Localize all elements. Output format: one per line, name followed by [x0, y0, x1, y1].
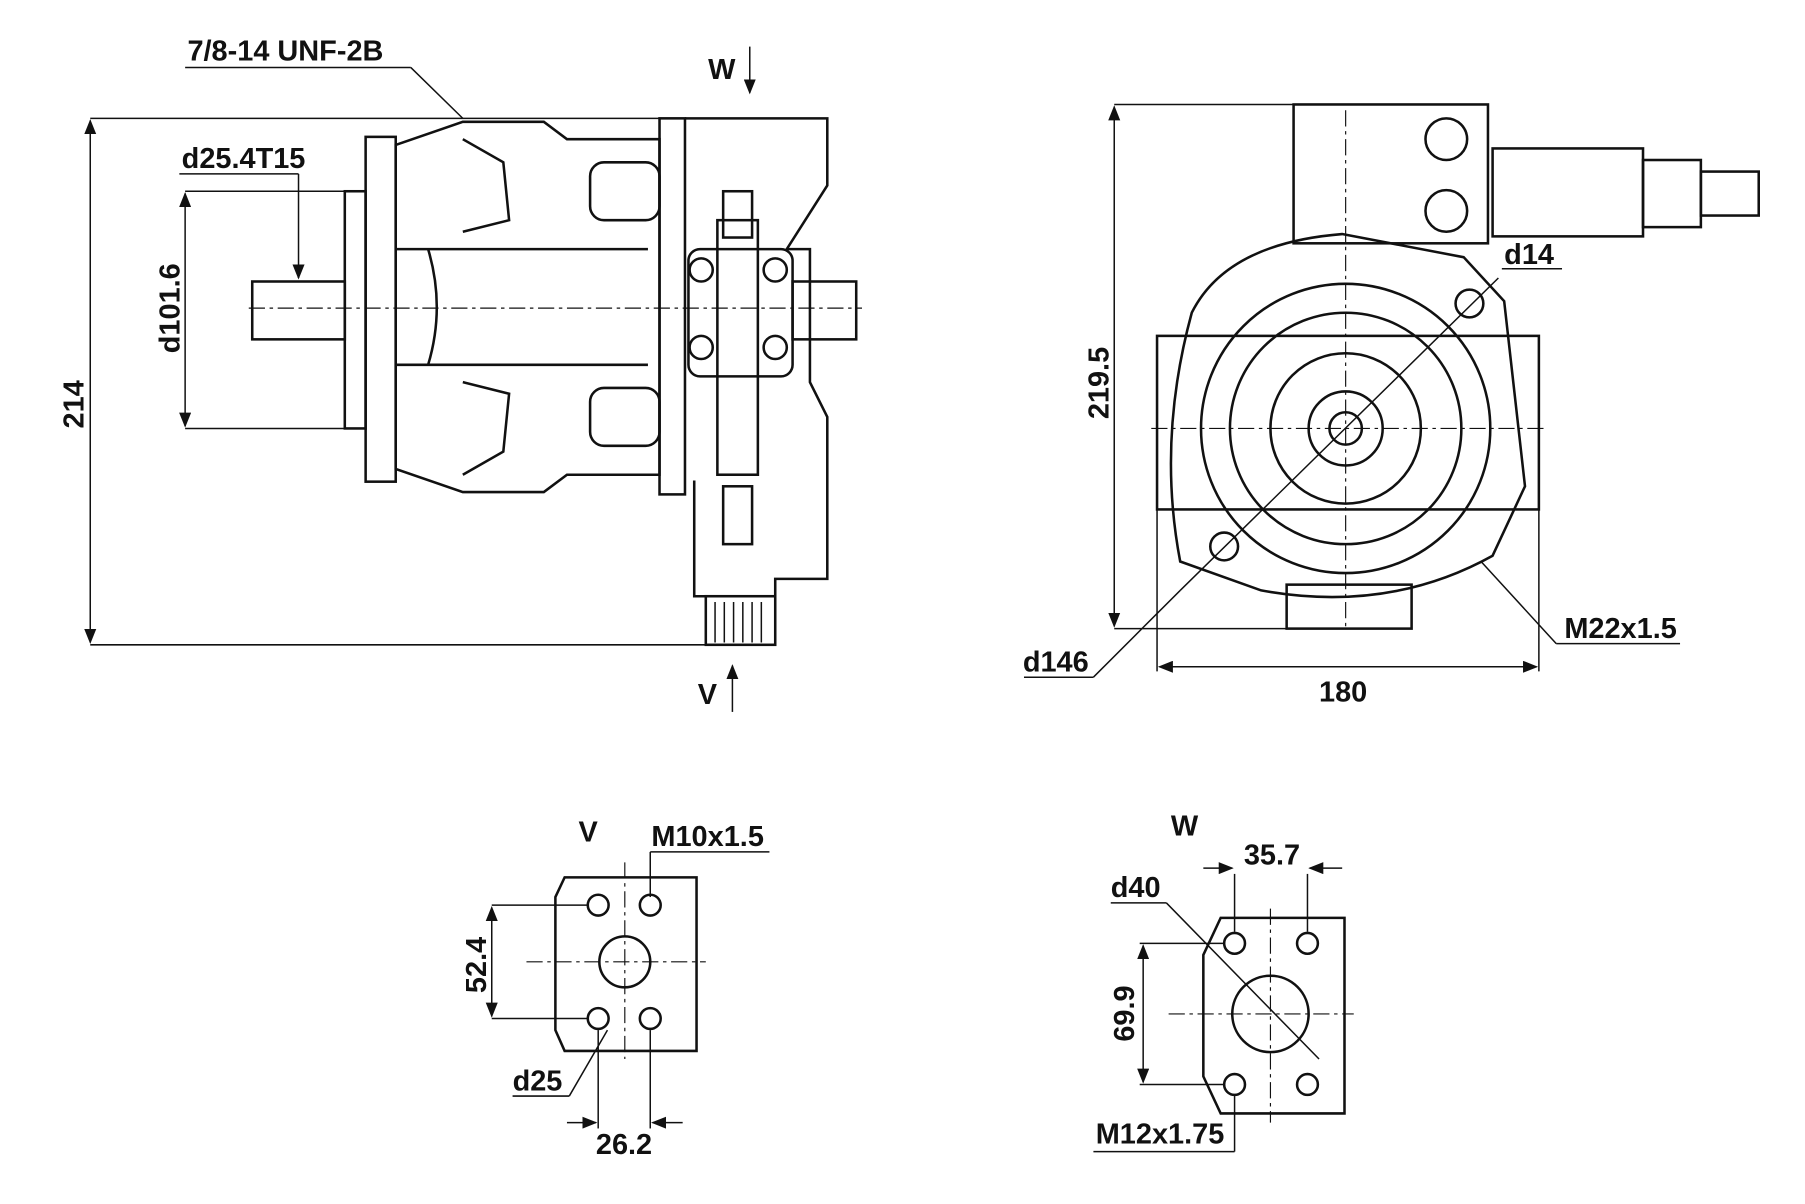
- front-view: 219.5 d14 d146 M22x1.5 180: [1023, 103, 1760, 709]
- view-w-detail: W 35.7 d40 69.9 M12x1.75: [1093, 811, 1354, 1153]
- front-height-label: 219.5: [1083, 347, 1115, 419]
- port-thread-m22-label: M22x1.5: [1564, 613, 1677, 645]
- hole-diameter-label: d14: [1504, 239, 1554, 271]
- overall-height-label: 214: [58, 380, 90, 428]
- port-thread-label: 7/8-14 UNF-2B: [187, 36, 383, 68]
- view-w-title: W: [1171, 811, 1199, 843]
- view-v-marker: V: [698, 679, 718, 711]
- side-view: 7/8-14 UNF-2B W d25.4T15 d101.6 214 V: [58, 36, 863, 712]
- w-thread-label: M12x1.75: [1096, 1119, 1225, 1151]
- view-v-title: V: [579, 817, 599, 849]
- pilot-diameter-label: d101.6: [154, 263, 186, 353]
- v-thread-label: M10x1.5: [651, 821, 764, 853]
- w-vertical-spacing-label: 69.9: [1109, 985, 1141, 1041]
- v-horizontal-spacing-label: 26.2: [596, 1129, 652, 1161]
- front-width-label: 180: [1319, 677, 1367, 709]
- bolt-circle-label: d146: [1023, 646, 1089, 678]
- view-v-detail: V M10x1.5 52.4 d25 26.2: [461, 817, 770, 1161]
- shaft-spline-label: d25.4T15: [182, 143, 306, 175]
- w-horizontal-spacing-label: 35.7: [1244, 840, 1300, 872]
- view-w-marker: W: [708, 54, 736, 86]
- w-port-diameter-label: d40: [1111, 872, 1161, 904]
- v-vertical-spacing-label: 52.4: [461, 937, 493, 993]
- v-port-diameter-label: d25: [513, 1065, 563, 1097]
